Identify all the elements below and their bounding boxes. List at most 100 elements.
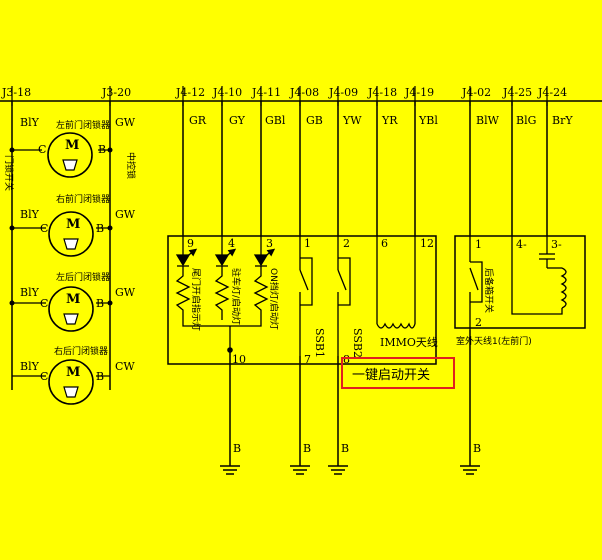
connector-j4-19: J4-19 — [404, 86, 434, 99]
wire-gw-3: GW — [115, 286, 136, 299]
right-pin-1: 1 — [475, 238, 482, 251]
motor-circle-icon — [48, 286, 94, 332]
motor-pin-c: C — [40, 370, 48, 383]
indicator-led-3 — [253, 236, 276, 320]
motor-pin-b: B — [96, 370, 104, 383]
connector-j3-18: J3-18 — [1, 86, 31, 99]
indicator-led-1 — [175, 236, 198, 320]
motor-pin-c: C — [40, 297, 48, 310]
ssb1-switch — [299, 236, 313, 356]
wire-cw-4: CW — [115, 360, 135, 373]
right-module-input-wires — [469, 101, 548, 236]
connector-j4-24: J4-24 — [537, 86, 567, 99]
motor-circle-icon — [47, 132, 93, 178]
ssb-pin-8: 8 — [343, 353, 350, 366]
connector-j3-20: J3-20 — [101, 86, 131, 99]
wire-gw-2: GW — [115, 208, 136, 221]
motor-name-2: 右前门闭锁器 — [56, 193, 110, 205]
wire-bry: BrY — [552, 114, 573, 127]
wire-blg: BlG — [516, 114, 536, 127]
ssb-pin-3: 3 — [266, 237, 273, 250]
connector-j4-08: J4-08 — [289, 86, 319, 99]
motor-bell-icon — [63, 386, 79, 398]
right-module-box — [454, 235, 586, 329]
ssb-module-box — [167, 235, 437, 365]
junction-dots — [9, 147, 113, 306]
motor-m-label: M — [66, 365, 80, 380]
ssb2-switch — [337, 236, 351, 356]
connector-j4-18: J4-18 — [367, 86, 397, 99]
ground-wires — [229, 330, 471, 466]
wire-b-1: B — [233, 442, 241, 455]
indicator-led-2 — [214, 236, 237, 320]
annotation-label: 一键启动开关 — [352, 368, 430, 383]
wire-gb: GB — [306, 114, 323, 127]
motor-pin-c: C — [40, 222, 48, 235]
motor-pin-b: B — [96, 222, 104, 235]
motor-m-label: M — [66, 217, 80, 232]
ssb-input-wires — [182, 101, 416, 236]
immo-antenna-coil — [376, 236, 416, 329]
wire-gbl: GBl — [265, 114, 286, 127]
element-label-2: 驻车灯/启动灯 — [230, 268, 242, 325]
wire-gy: GY — [229, 114, 246, 127]
ssb2-label: SSB2 — [351, 328, 364, 358]
wire-b-4: B — [473, 442, 481, 455]
motor-pin-b: B — [98, 143, 106, 156]
ssb-pin-12: 12 — [420, 237, 434, 250]
ssb-pin-6: 6 — [381, 237, 388, 250]
ssb-pin-4: 4 — [228, 237, 235, 250]
motor-m-label: M — [65, 138, 79, 153]
motor-circle-icon — [48, 211, 94, 257]
motor-bell-icon — [63, 238, 79, 250]
right-pin-3: 3- — [551, 238, 562, 251]
motor-name-3: 左后门闭锁器 — [56, 271, 110, 283]
wire-bly-3: BlY — [20, 286, 40, 299]
wire-bly-2: BlY — [20, 208, 40, 221]
motor-right-rear: 右后门闭锁器 M C B — [12, 345, 110, 405]
motor-left-rear: 左后门闭锁器 M C B — [12, 271, 110, 332]
trunk-switch-label: 后备箱开关 — [483, 268, 495, 313]
connector-j4-02: J4-02 — [461, 86, 491, 99]
right-side-label: 中控锁 — [125, 152, 137, 179]
connector-j4-25: J4-25 — [502, 86, 532, 99]
ssb1-label: SSB1 — [313, 328, 326, 358]
wire-gr: GR — [189, 114, 207, 127]
left-side-label: 门锁开关 — [3, 155, 15, 191]
trunk-switch — [469, 236, 483, 330]
motor-pin-b: B — [96, 297, 104, 310]
wire-blw: BlW — [476, 114, 500, 127]
wire-bly-1: BlY — [20, 116, 40, 129]
ssb-pin-1: 1 — [304, 237, 311, 250]
motor-bell-icon — [62, 159, 78, 171]
wire-ybl: YBl — [418, 114, 438, 127]
motor-circle-icon — [48, 359, 94, 405]
highlight-box — [341, 357, 455, 389]
motor-bell-icon — [63, 313, 79, 325]
connector-j4-12: J4-12 — [175, 86, 205, 99]
immo-label: IMMO天线 — [380, 335, 438, 349]
led-common-wire — [182, 320, 262, 327]
motor-name-1: 左前门闭锁器 — [56, 119, 110, 131]
connector-j4-11: J4-11 — [251, 86, 281, 99]
right-pin-4: 4- — [516, 238, 527, 251]
ssb-pin-9: 9 — [187, 237, 194, 250]
motor-pin-c: C — [38, 143, 46, 156]
ssb-pin-2: 2 — [343, 237, 350, 250]
wire-bly-4: BlY — [20, 360, 40, 373]
right-pin-2: 2 — [475, 316, 482, 329]
element-label-3: ON挡灯/启动灯 — [268, 268, 280, 330]
element-label-1: 尾门开启指示灯 — [190, 268, 202, 331]
motor-left-front: 左前门闭锁器 M C B — [12, 119, 110, 178]
wire-b-2: B — [303, 442, 311, 455]
motor-right-front: 右前门闭锁器 M C B — [12, 193, 110, 257]
ssb-pin-10: 10 — [232, 353, 246, 366]
antenna-capacitor-coil — [511, 236, 567, 315]
connector-j4-10: J4-10 — [212, 86, 242, 99]
right-module-caption: 室外天线1(左前门) — [456, 335, 532, 347]
junction-dot — [227, 347, 233, 353]
wire-yw: YW — [342, 114, 362, 127]
motor-m-label: M — [66, 292, 80, 307]
